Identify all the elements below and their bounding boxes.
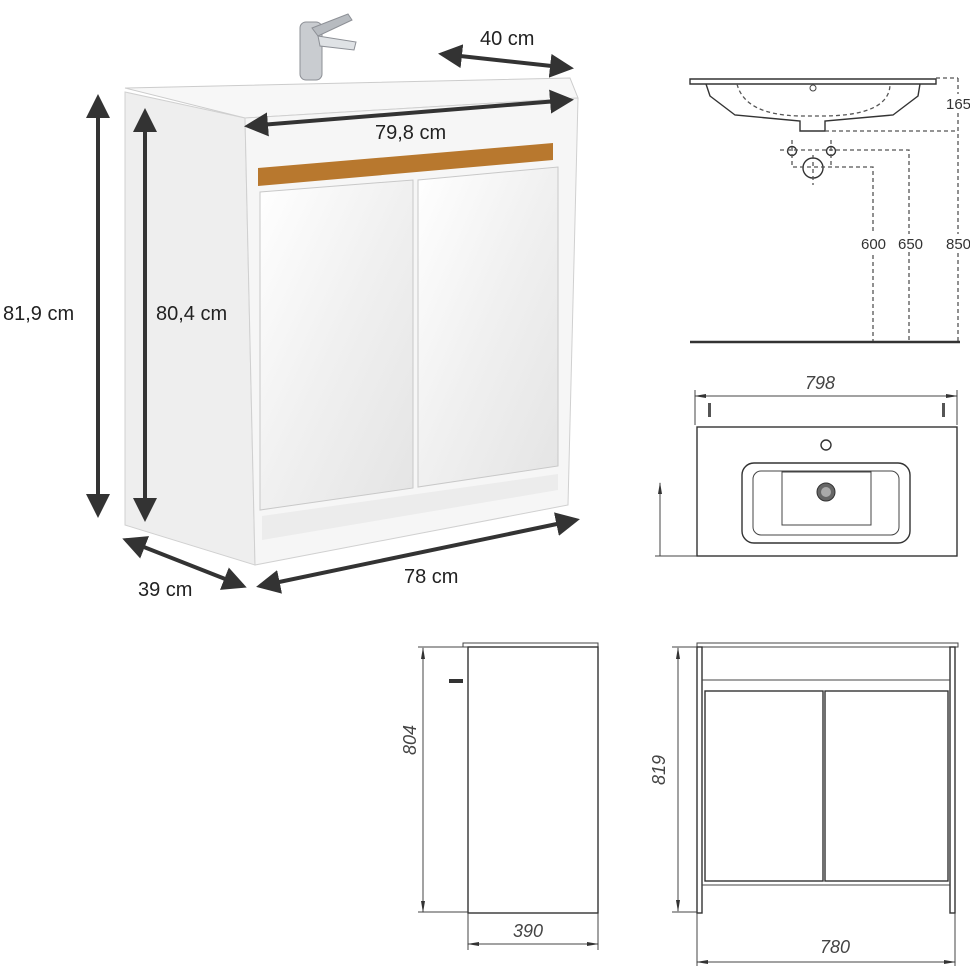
width-top-label: 79,8 cm (375, 122, 446, 144)
front-height-label: 819 (649, 755, 669, 785)
side-panel-outline (467, 646, 599, 914)
tap-hole (820, 439, 832, 451)
front-countertop (696, 642, 959, 648)
countertop-outline (696, 426, 958, 557)
basin-section-drawing: 165 600 650 850 (689, 77, 970, 344)
width-bottom-label: 78 cm (404, 566, 458, 588)
top-width-label: 798 (805, 373, 835, 393)
width-top-arrow (244, 89, 574, 137)
basin-profile (705, 83, 921, 132)
width-bottom-arrow (256, 512, 580, 594)
depth-top-label: 40 cm (480, 28, 534, 50)
photo-dimensions: 40 cm 79,8 cm 81,9 cm 80,4 cm 39 cm 78 c… (3, 28, 580, 601)
door-left (259, 179, 414, 511)
top-height-label: 850 (946, 236, 970, 253)
depth-bottom-arrow (122, 536, 247, 590)
drain-outlet (802, 157, 824, 179)
drain-height-label: 600 (861, 236, 886, 253)
basin-height-label: 165 (946, 96, 970, 113)
basin-bowl (741, 462, 911, 544)
height-body-label: 80,4 cm (156, 303, 227, 325)
front-door-left (704, 690, 824, 882)
vanity-photo (124, 13, 579, 566)
depth-top-arrow (438, 44, 574, 78)
wood-strip (258, 143, 553, 186)
top-view-drawing: 798 (655, 373, 958, 557)
depth-bottom-label: 39 cm (138, 579, 192, 601)
front-width-label: 780 (820, 937, 850, 957)
faucet (299, 13, 357, 81)
front-view-drawing: 819 780 (649, 642, 959, 966)
basin-rim (689, 78, 937, 85)
side-height-label: 804 (400, 725, 420, 755)
front-door-right (824, 690, 949, 882)
supply-height-label: 650 (898, 236, 923, 253)
side-depth-label: 390 (513, 921, 543, 941)
door-right (417, 166, 559, 488)
height-total-label: 81,9 cm (3, 303, 74, 325)
side-view-drawing: 804 390 (400, 642, 599, 950)
overflow-hole (809, 84, 817, 92)
